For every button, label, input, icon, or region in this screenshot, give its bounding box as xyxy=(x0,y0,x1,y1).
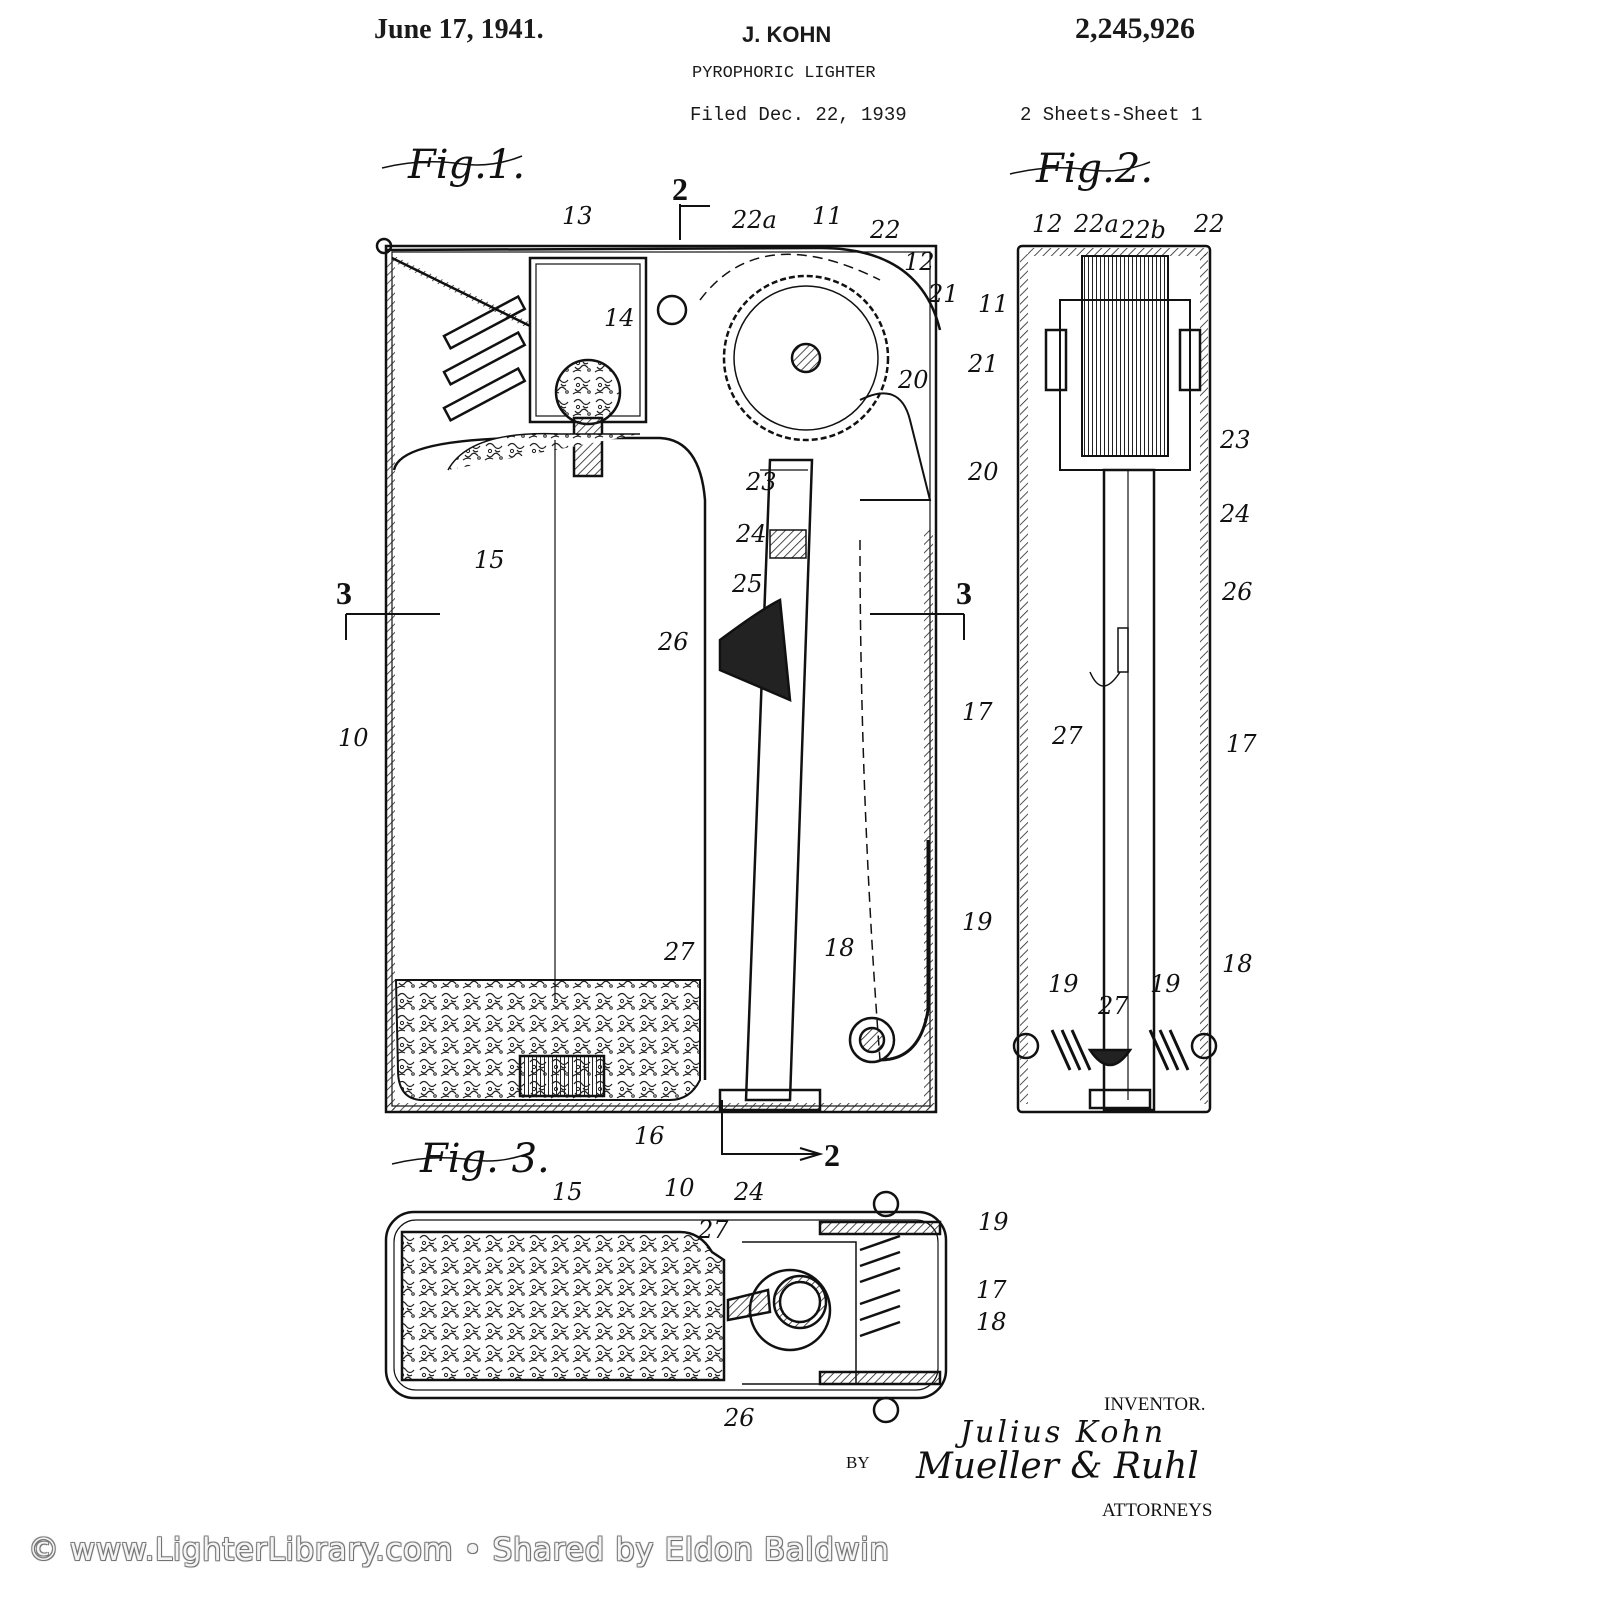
fig1-ref: 24 xyxy=(735,520,767,548)
filing-date: Filed Dec. 22, 1939 xyxy=(690,104,907,126)
fig1-ref: 25 xyxy=(731,570,763,598)
patent-number: 2,245,926 xyxy=(1075,12,1195,45)
inventor-caption: INVENTOR. xyxy=(1104,1394,1206,1415)
fig2-ref: 19 xyxy=(1048,970,1079,998)
fig2-ref: 18 xyxy=(1222,950,1253,978)
fig1-ref: 16 xyxy=(634,1122,665,1150)
fig1-ref: 13 xyxy=(562,202,593,230)
fig1-title: Fig.1. xyxy=(407,142,525,188)
housing-outline xyxy=(384,244,938,1114)
fig2-ref: 17 xyxy=(1226,730,1257,758)
fig1-ref: 18 xyxy=(824,934,855,962)
patent-date: June 17, 1941. xyxy=(374,14,544,45)
fig2-ref: 21 xyxy=(967,350,999,378)
fig2-ref: 22 xyxy=(1193,210,1225,238)
attorney-signature: Mueller & Ruhl xyxy=(915,1446,1199,1487)
fig1-ref: 21 xyxy=(927,280,959,308)
fig1-ref: 27 xyxy=(663,938,695,966)
fig2-ref: 23 xyxy=(1219,426,1251,454)
by-caption: BY xyxy=(846,1453,870,1472)
fig3-ref: 18 xyxy=(976,1308,1007,1336)
fig1-ref: 22 xyxy=(869,216,901,244)
fig2-ref: 12 xyxy=(1032,210,1063,238)
fig2-ref: 19 xyxy=(1150,970,1181,998)
cross-section-housing xyxy=(384,1210,948,1400)
section-mark: 3 xyxy=(336,575,352,611)
fig2-ref: 20 xyxy=(967,458,999,486)
fig1-ref: 23 xyxy=(745,468,777,496)
fig1-ref: 11 xyxy=(812,202,843,230)
fig2-ref: 22b xyxy=(1119,216,1166,244)
section-mark: 2 xyxy=(824,1137,840,1173)
fig2-ref: 11 xyxy=(978,290,1009,318)
inventor-name-header: J. KOHN xyxy=(742,22,832,47)
inventor-signature: Julius Kohn xyxy=(954,1415,1166,1450)
figure-2 xyxy=(1009,161,1218,1114)
fig3-ref: 15 xyxy=(552,1178,583,1206)
fig1-ref: 14 xyxy=(604,304,635,332)
attorneys-caption: ATTORNEYS xyxy=(1102,1500,1213,1521)
fig3-ref: 17 xyxy=(976,1276,1007,1304)
side-housing xyxy=(1016,244,1212,1114)
fig2-title: Fig.2. xyxy=(1035,146,1153,192)
fig2-ref: 27 xyxy=(1051,722,1083,750)
spark-wheel xyxy=(722,274,890,442)
fig3-ref: 26 xyxy=(723,1404,755,1432)
sheet-count: 2 Sheets-Sheet 1 xyxy=(1020,104,1203,126)
fig2-ref: 22a xyxy=(1073,210,1119,238)
fig1-ref: 12 xyxy=(904,248,935,276)
fig1-ref: 19 xyxy=(962,908,993,936)
fig3-ref: 27 xyxy=(697,1216,729,1244)
lid-outline xyxy=(385,246,942,331)
fig1-ref: 22a xyxy=(731,206,777,234)
section-mark: 2 xyxy=(672,171,688,207)
fig3-ref: 24 xyxy=(733,1178,765,1206)
patent-title: PYROPHORIC LIGHTER xyxy=(692,64,876,83)
fig3-ref: 19 xyxy=(978,1208,1009,1236)
figure-1 xyxy=(345,155,965,1161)
fig2-ref: 26 xyxy=(1221,578,1253,606)
section-mark: 3 xyxy=(956,575,972,611)
fig2-ref: 27 xyxy=(1097,992,1129,1020)
fig3-ref: 10 xyxy=(664,1174,695,1202)
figure-3 xyxy=(384,1151,948,1424)
fig3-title: Fig. 3. xyxy=(419,1136,550,1182)
fig1-ref: 10 xyxy=(338,724,369,752)
fig1-ref: 15 xyxy=(474,546,505,574)
fig1-ref: 17 xyxy=(962,698,993,726)
fig1-ref: 20 xyxy=(897,366,929,394)
fig1-ref: 26 xyxy=(657,628,689,656)
copyright-watermark: © www.LighterLibrary.com • Shared by Eld… xyxy=(28,1532,890,1568)
side-flint-tube xyxy=(1102,468,1156,1112)
flint-tube xyxy=(744,458,814,1102)
fig2-ref: 24 xyxy=(1219,500,1251,528)
